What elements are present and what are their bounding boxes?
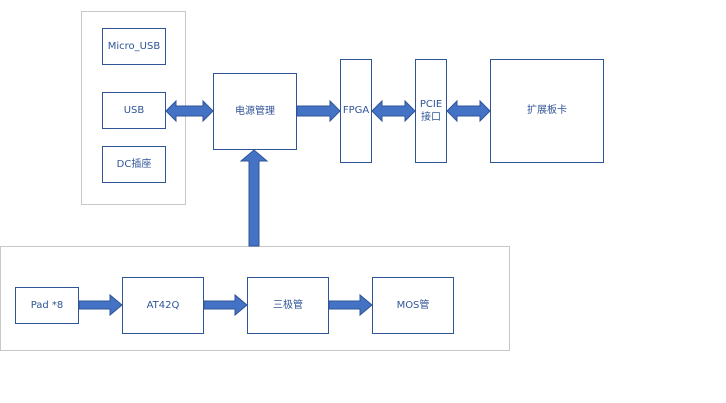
fpga-label: FPGA bbox=[342, 105, 370, 117]
pad-to-at42q-arrow bbox=[78, 293, 123, 317]
fpga-node: FPGA bbox=[340, 59, 372, 163]
dc-socket-node: DC插座 bbox=[102, 146, 166, 183]
mos-label: MOS管 bbox=[396, 299, 430, 311]
group-to-power-up-arrow bbox=[239, 149, 269, 247]
mos-node: MOS管 bbox=[372, 277, 454, 334]
pad-node: Pad *8 bbox=[15, 287, 79, 324]
dc-socket-label: DC插座 bbox=[116, 158, 152, 170]
power-management-node: 电源管理 bbox=[213, 73, 297, 150]
transistor-node: 三极管 bbox=[247, 277, 329, 334]
usb-node: USB bbox=[102, 92, 166, 129]
micro-usb-node: Micro_USB bbox=[102, 28, 166, 65]
fpga-pcie-double-arrow bbox=[371, 99, 416, 123]
usb-power-double-arrow bbox=[165, 99, 214, 123]
transistor-to-mos-arrow bbox=[328, 293, 373, 317]
at42q-to-transistor-arrow bbox=[203, 293, 248, 317]
at42q-label: AT42Q bbox=[146, 299, 180, 311]
transistor-label: 三极管 bbox=[273, 299, 303, 311]
expansion-card-label: 扩展板卡 bbox=[527, 105, 567, 117]
power-management-label: 电源管理 bbox=[235, 105, 275, 117]
power-to-fpga-arrow bbox=[296, 99, 341, 123]
micro-usb-label: Micro_USB bbox=[107, 40, 161, 52]
usb-label: USB bbox=[123, 104, 145, 116]
pad-label: Pad *8 bbox=[30, 299, 64, 311]
pcie-interface-label: PCIE 接口 bbox=[419, 98, 443, 124]
pcie-interface-node: PCIE 接口 bbox=[415, 59, 447, 163]
at42q-node: AT42Q bbox=[122, 277, 204, 334]
expansion-card-node: 扩展板卡 bbox=[490, 59, 604, 163]
pcie-expansion-double-arrow bbox=[446, 99, 491, 123]
